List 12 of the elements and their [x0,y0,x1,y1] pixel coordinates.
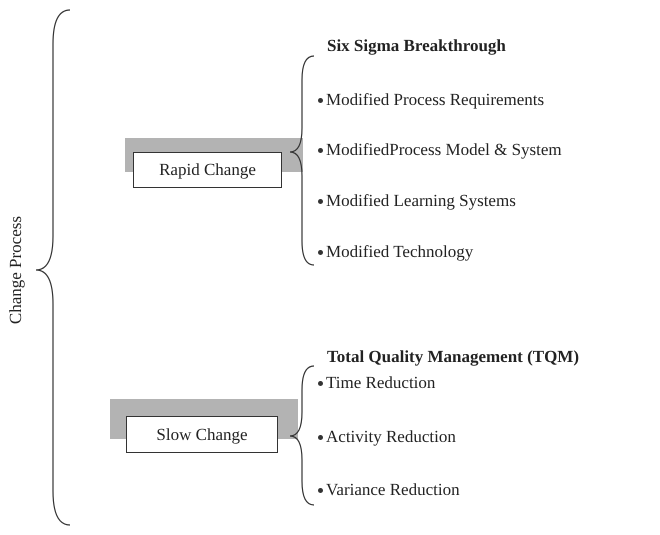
list-item: Time Reduction [326,373,436,393]
process-box: Rapid Change [133,152,282,188]
process-box: Slow Change [126,416,278,453]
list-item: Variance Reduction [326,480,460,500]
axis-heading: Change Process [6,216,26,324]
group-heading: Six Sigma Breakthrough [327,36,506,56]
group-heading: Total Quality Management (TQM) [327,347,579,367]
list-item: ModifiedProcess Model & System [326,140,562,160]
list-item: Modified Technology [326,242,474,262]
list-item: Modified Process Requirements [326,90,544,110]
list-item: Modified Learning Systems [326,191,516,211]
list-item: Activity Reduction [326,427,456,447]
